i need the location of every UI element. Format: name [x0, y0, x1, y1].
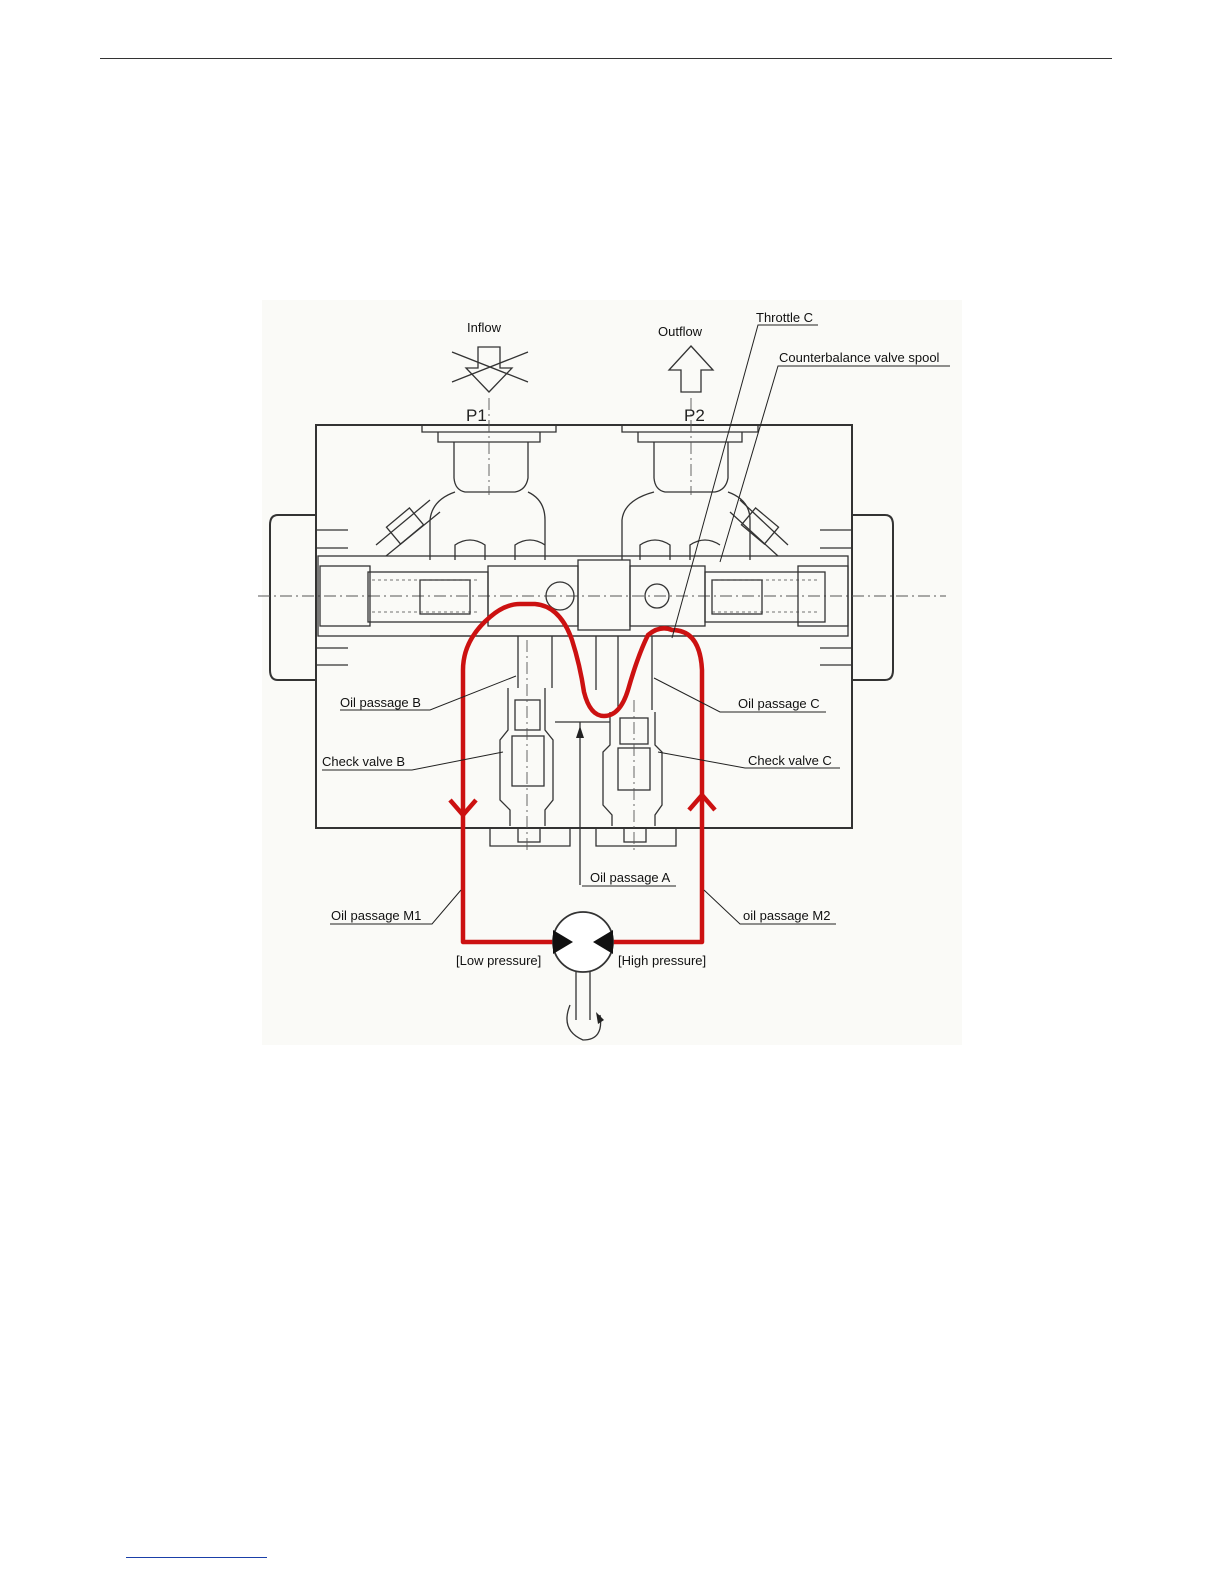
p1-label: P1 [466, 406, 487, 425]
p2-label: P2 [684, 406, 705, 425]
oil-passage-c-label: Oil passage C [738, 696, 820, 711]
oil-passage-a-label: Oil passage A [590, 870, 671, 885]
throttle-c-label: Throttle C [756, 310, 813, 325]
oil-passage-b-label: Oil passage B [340, 695, 421, 710]
check-valve-b-label: Check valve B [322, 754, 405, 769]
motor-symbol [553, 912, 613, 1040]
leader-lines [322, 325, 950, 924]
flow-path [450, 604, 715, 942]
outflow-arrow [669, 346, 713, 392]
high-pressure-label: [High pressure] [618, 953, 706, 968]
pilot-passages [316, 500, 852, 665]
outflow-label: Outflow [658, 324, 703, 339]
inflow-label: Inflow [467, 320, 502, 335]
footer-rule [126, 1557, 267, 1558]
oil-passage-m1-label: Oil passage M1 [331, 908, 421, 923]
labels: Inflow Outflow P1 P2 Throttle C Counterb… [322, 310, 940, 968]
oil-passage-m2-label: oil passage M2 [743, 908, 830, 923]
inflow-arrow [452, 347, 528, 392]
counterbalance-spool-label: Counterbalance valve spool [779, 350, 940, 365]
low-pressure-label: [Low pressure] [456, 953, 541, 968]
check-valve-c-label: Check valve C [748, 753, 832, 768]
